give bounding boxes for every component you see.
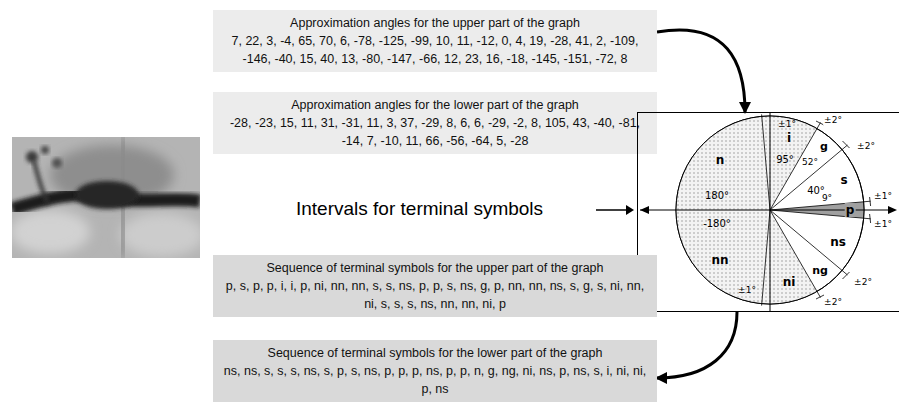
interval-circle: ±1°i95°±2°n52°g±2°s180°40°±1°9°p-180°±1°… (637, 112, 899, 312)
sector-label: ±1° (738, 286, 756, 295)
sector-label: 9° (822, 194, 832, 203)
flow-arrow (657, 30, 745, 112)
sector-label: -180° (703, 219, 731, 229)
angiogram-image (12, 137, 200, 258)
sector-label: s (840, 174, 847, 186)
sector-label: ns (830, 236, 846, 248)
box-body: ns, ns, s, s, s, ns, s, p, s, ns, p, p, … (221, 362, 649, 398)
sector-label: 95° (776, 155, 794, 165)
text-box: Approximation angles for the upper part … (213, 10, 657, 72)
sector-label: ±1° (873, 219, 893, 230)
sector-label: ng (812, 265, 828, 276)
sector-label: g (820, 141, 828, 152)
box-heading: Sequence of terminal symbols for the low… (221, 344, 649, 362)
sector-label: 52° (802, 158, 818, 167)
box-heading: Sequence of terminal symbols for the upp… (221, 259, 649, 277)
text-box: Sequence of terminal symbols for the upp… (213, 255, 657, 317)
text-box: Sequence of terminal symbols for the low… (213, 340, 657, 402)
sector-label: ±2° (823, 115, 843, 126)
box-body: p, s, p, p, i, i, p, ni, nn, nn, s, s, n… (221, 277, 649, 313)
sector-label: i (787, 132, 791, 144)
sector-label: ±2° (853, 277, 873, 288)
box-heading: Approximation angles for the upper part … (221, 14, 649, 32)
sector-label: nn (711, 254, 728, 266)
sector-label: ±1° (778, 120, 796, 129)
box-body: -28, -23, 15, 11, 31, -31, 11, 3, 37, -2… (221, 114, 649, 150)
sector-label: 180° (705, 191, 729, 201)
flow-arrow (657, 312, 737, 378)
box-heading: Approximation angles for the lower part … (221, 96, 649, 114)
text-box: Approximation angles for the lower part … (213, 92, 657, 154)
sector-label: ni (783, 276, 796, 288)
box-body: 7, 22, 3, -4, 65, 70, 6, -78, -125, -99,… (221, 32, 649, 68)
sector-label: ±2° (856, 141, 876, 152)
figure-label: Intervals for terminal symbols (296, 198, 543, 220)
sector-label: p (845, 203, 856, 217)
pointer-arrow (596, 202, 636, 218)
sector-label: ±1° (873, 191, 893, 202)
sector-label: n (716, 154, 725, 166)
sector-label: ±2° (823, 297, 843, 308)
